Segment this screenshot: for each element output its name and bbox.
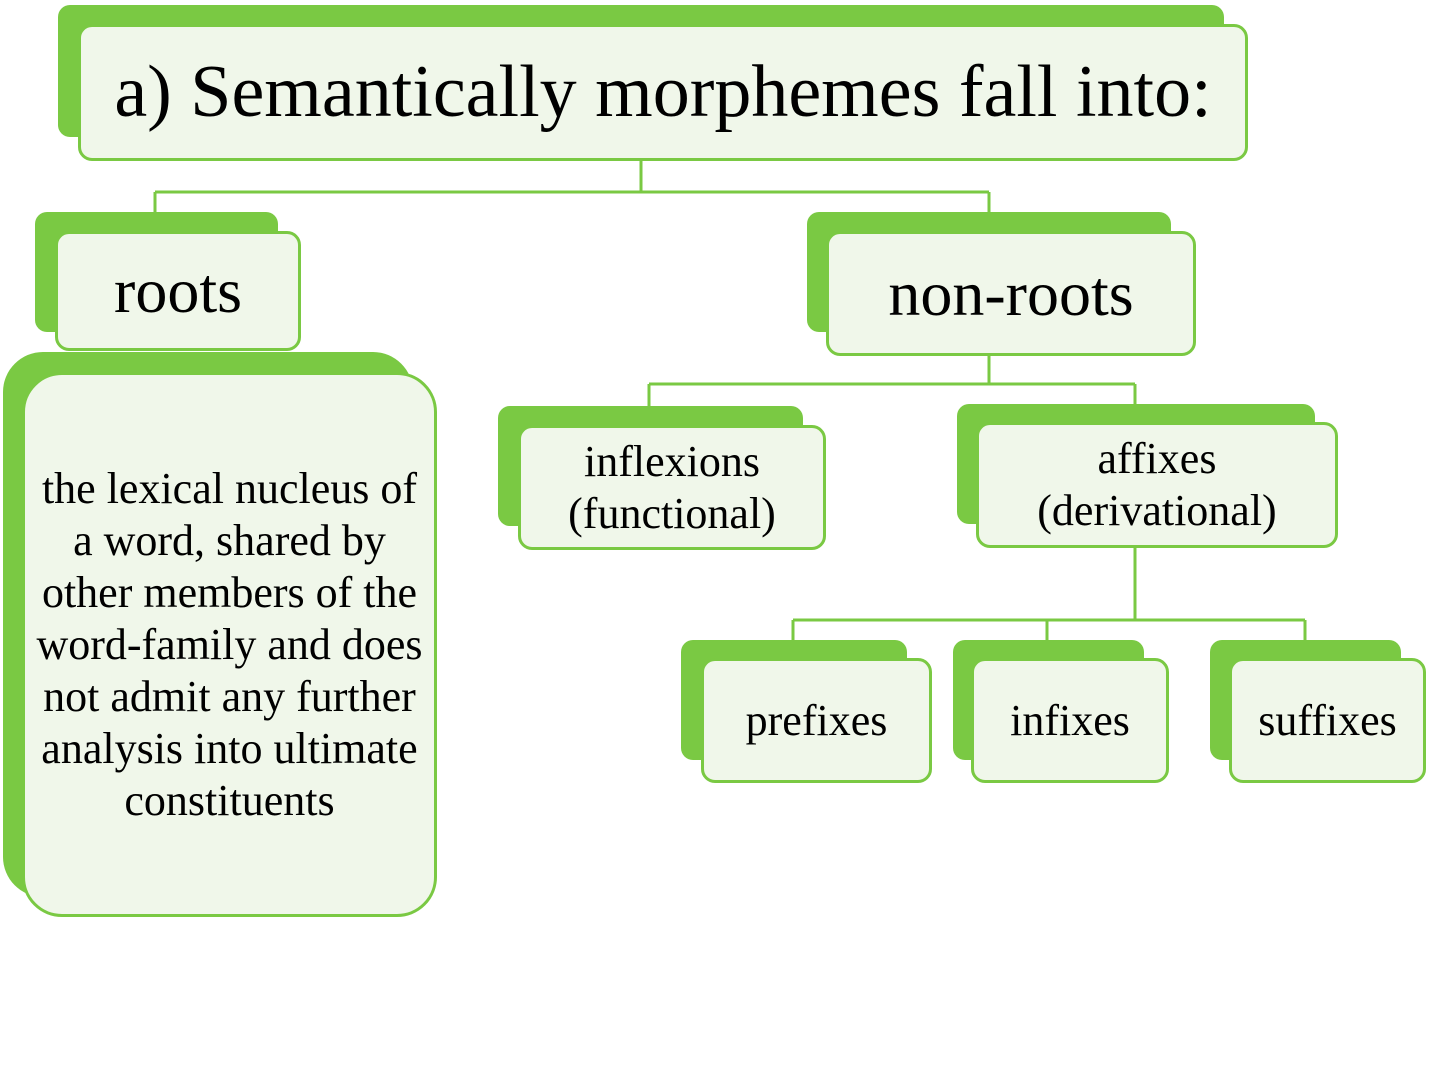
affixes-label: affixes (derivational) — [1037, 434, 1277, 535]
roots-label: roots — [114, 255, 242, 326]
prefixes-label: prefixes — [745, 696, 888, 745]
infixes-label: infixes — [1010, 696, 1130, 745]
suffixes-label: suffixes — [1258, 696, 1397, 745]
nonroots-label: non-roots — [888, 257, 1134, 329]
roots-description-text: the lexical nucleus of a word, shared by… — [36, 463, 423, 825]
title-label: a) Semantically morphemes fall into: — [114, 51, 1212, 133]
inflexions-label: inflexions (functional) — [568, 436, 776, 538]
